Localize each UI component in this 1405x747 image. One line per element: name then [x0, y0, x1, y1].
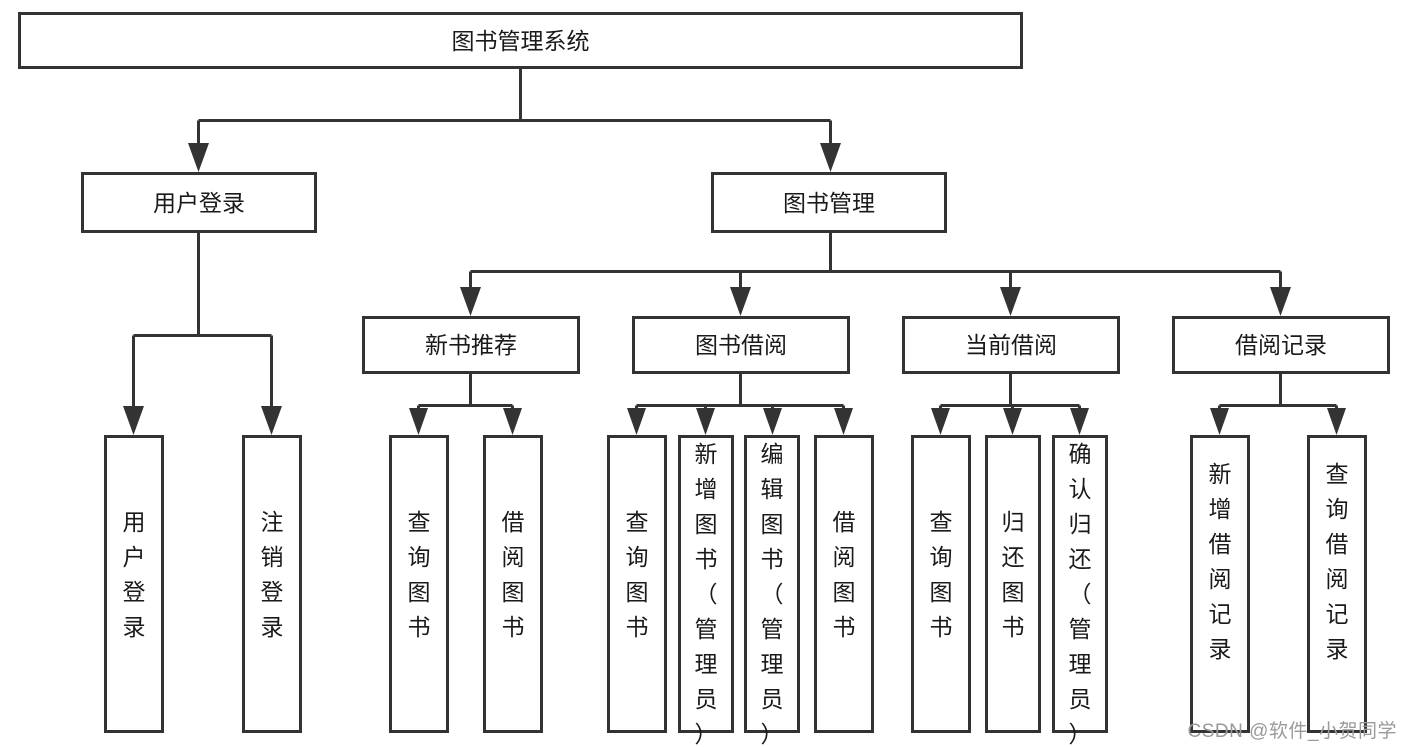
node-leaf-borrow-book-rec[interactable]: 借阅图书	[483, 435, 543, 733]
node-leaf-add-borrow-record-label: 新增借阅记录	[1209, 461, 1232, 662]
node-root[interactable]: 图书管理系统	[18, 12, 1023, 69]
node-new-book-recommend-box[interactable]	[362, 316, 580, 374]
node-current-borrow[interactable]: 当前借阅	[902, 316, 1120, 374]
node-new-book-recommend[interactable]: 新书推荐	[362, 316, 580, 374]
node-current-borrow-label: 当前借阅	[965, 332, 1057, 358]
node-borrow-record[interactable]: 借阅记录	[1172, 316, 1390, 374]
arrow-head-leaf-query-borrow-record	[1327, 408, 1346, 435]
node-user-login-box[interactable]	[81, 172, 317, 233]
node-leaf-user-login-box[interactable]	[104, 435, 164, 733]
node-leaf-query-book-borrow-box[interactable]	[607, 435, 667, 733]
node-leaf-add-book-admin-label: 新增图书（管理员）	[695, 441, 718, 747]
arrow-head-leaf-add-book-admin	[696, 408, 715, 435]
node-leaf-query-book-rec[interactable]: 查询图书	[389, 435, 449, 733]
node-leaf-return-book-label: 归还图书	[1002, 509, 1025, 640]
node-leaf-return-book[interactable]: 归还图书	[985, 435, 1041, 733]
node-leaf-add-borrow-record-box[interactable]	[1190, 435, 1250, 733]
node-leaf-query-book-current-box[interactable]	[911, 435, 971, 733]
node-leaf-logout-box[interactable]	[242, 435, 302, 733]
node-book-manage-box[interactable]	[711, 172, 947, 233]
node-leaf-confirm-return-admin-box[interactable]	[1052, 435, 1108, 733]
node-current-borrow-box[interactable]	[902, 316, 1120, 374]
node-leaf-add-borrow-record[interactable]: 新增借阅记录	[1190, 435, 1250, 733]
arrow-head-leaf-borrow-book-borrow	[834, 408, 853, 435]
arrow-head-leaf-confirm-return-admin	[1070, 408, 1089, 435]
node-leaf-add-book-admin-box[interactable]	[678, 435, 734, 733]
arrow-head-leaf-query-book-rec	[409, 408, 428, 435]
node-book-manage[interactable]: 图书管理	[711, 172, 947, 233]
node-leaf-borrow-book-rec-label: 借阅图书	[502, 509, 525, 640]
node-book-borrow-label: 图书借阅	[695, 332, 787, 358]
node-leaf-add-book-admin[interactable]: 新增图书（管理员）	[678, 435, 734, 747]
node-leaf-query-book-borrow-label: 查询图书	[626, 509, 649, 640]
arrow-head-user-login	[188, 143, 209, 172]
node-leaf-edit-book-admin-label: 编辑图书（管理员）	[761, 441, 784, 747]
arrow-head-leaf-add-borrow-record	[1210, 408, 1229, 435]
node-leaf-user-login-label: 用户登录	[123, 509, 146, 640]
node-leaf-borrow-book-borrow-box[interactable]	[814, 435, 874, 733]
node-new-book-recommend-label: 新书推荐	[425, 332, 517, 358]
node-book-borrow[interactable]: 图书借阅	[632, 316, 850, 374]
arrow-head-leaf-logout	[261, 406, 282, 435]
node-leaf-logout-label: 注销登录	[261, 509, 284, 640]
arrow-head-leaf-return-book	[1003, 408, 1022, 435]
arrow-head-book-borrow	[730, 287, 751, 316]
node-leaf-query-book-current[interactable]: 查询图书	[911, 435, 971, 733]
node-root-label: 图书管理系统	[452, 28, 590, 54]
node-leaf-confirm-return-admin[interactable]: 确认归还（管理员）	[1052, 435, 1108, 747]
connector-layer	[123, 69, 1346, 435]
node-leaf-query-book-current-label: 查询图书	[930, 509, 953, 640]
node-leaf-confirm-return-admin-label: 确认归还（管理员）	[1069, 441, 1092, 747]
node-leaf-borrow-book-borrow-label: 借阅图书	[833, 509, 856, 640]
node-borrow-record-box[interactable]	[1172, 316, 1390, 374]
node-leaf-query-borrow-record-label: 查询借阅记录	[1326, 461, 1349, 662]
arrow-head-book-manage	[820, 143, 841, 172]
node-leaf-query-borrow-record-box[interactable]	[1307, 435, 1367, 733]
arrow-head-leaf-edit-book-admin	[763, 408, 782, 435]
node-leaf-logout[interactable]: 注销登录	[242, 435, 302, 733]
node-leaf-borrow-book-rec-box[interactable]	[483, 435, 543, 733]
arrow-head-borrow-record	[1270, 287, 1291, 316]
node-leaf-return-book-box[interactable]	[985, 435, 1041, 733]
node-root-box[interactable]	[18, 12, 1023, 69]
node-borrow-record-label: 借阅记录	[1235, 332, 1327, 358]
node-leaf-user-login[interactable]: 用户登录	[104, 435, 164, 733]
node-leaf-edit-book-admin[interactable]: 编辑图书（管理员）	[744, 435, 800, 747]
node-user-login-label: 用户登录	[153, 190, 245, 216]
node-leaf-query-borrow-record[interactable]: 查询借阅记录	[1307, 435, 1367, 733]
node-leaf-edit-book-admin-box[interactable]	[744, 435, 800, 733]
arrow-head-new-book-recommend	[460, 287, 481, 316]
node-leaf-query-book-rec-box[interactable]	[389, 435, 449, 733]
arrow-head-leaf-user-login	[123, 406, 144, 435]
node-leaf-query-book-rec-label: 查询图书	[408, 509, 431, 640]
node-leaf-query-book-borrow[interactable]: 查询图书	[607, 435, 667, 733]
arrow-head-leaf-borrow-book-rec	[503, 408, 522, 435]
arrow-head-leaf-query-book-current	[931, 408, 950, 435]
arrow-head-current-borrow	[1000, 287, 1021, 316]
node-book-borrow-box[interactable]	[632, 316, 850, 374]
node-user-login[interactable]: 用户登录	[81, 172, 317, 233]
node-leaf-borrow-book-borrow[interactable]: 借阅图书	[814, 435, 874, 733]
node-book-manage-label: 图书管理	[783, 190, 875, 216]
arrow-head-leaf-query-book-borrow	[627, 408, 646, 435]
